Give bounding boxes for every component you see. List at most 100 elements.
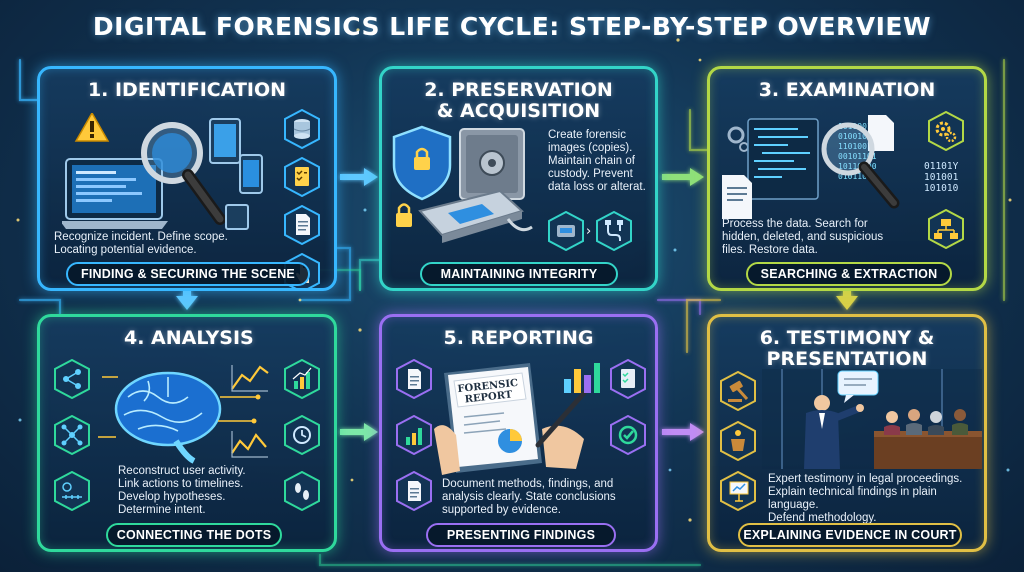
step-title: 5. REPORTING [443, 327, 594, 349]
description-line: custody. Prevent [548, 168, 633, 180]
step-title-line-2: PRESENTATION [766, 348, 928, 370]
step-description: Reconstruct user activity. Link actions … [118, 465, 246, 517]
step-description: Process the data. Search for hidden, del… [722, 218, 883, 257]
description-line: Develop hypotheses. [118, 491, 226, 503]
step-title: 4. ANALYSIS [124, 327, 254, 349]
description-line: Locating potential evidence. [54, 244, 197, 256]
description-line: Determine intent. [118, 504, 206, 516]
description-line: files. Restore data. [722, 244, 818, 256]
server-icon [284, 109, 320, 149]
binary-line: 101001 [924, 172, 959, 183]
checklist-icon [284, 157, 320, 197]
step-footer: CONNECTING THE DOTS [106, 523, 282, 547]
description-line: Reconstruct user activity. [118, 465, 246, 477]
step-description: Document methods, findings, and analysis… [442, 478, 616, 517]
identification-illustration [62, 113, 282, 243]
arrow-2-3 [690, 168, 704, 186]
expert-witness-figure [814, 395, 830, 411]
step-analysis-panel: 4. ANALYSIS [37, 314, 337, 552]
step-preservation-panel: 2. PRESERVATION & ACQUISITION Create for… [379, 66, 658, 291]
brain-illustration [98, 357, 278, 467]
arrow-1-4 [176, 296, 198, 310]
footprints-icon [284, 471, 320, 511]
svg-text:00101101: 00101101 [838, 152, 877, 161]
step-reporting-panel: 5. REPORTING FORENSIC REPORT [379, 314, 658, 552]
step-description: Recognize incident. Define scope. Locati… [54, 231, 228, 257]
step-title: 1. IDENTIFICATION [87, 79, 287, 101]
padlock-icon [396, 213, 412, 227]
document-icon [284, 205, 320, 245]
bar-chart-icon [396, 415, 432, 455]
podium-icon [720, 421, 756, 461]
cable-icon [596, 211, 632, 251]
step-footer: EXPLAINING EVIDENCE IN COURT [738, 523, 962, 547]
description-line: Create forensic [548, 129, 626, 141]
description-line: Explain technical findings in plain lang… [768, 486, 937, 511]
step-footer: FINDING & SECURING THE SCENE [66, 262, 310, 286]
step-description: Expert testimony in legal proceedings. E… [768, 473, 984, 525]
step-title: 3. EXAMINATION [758, 79, 936, 101]
arrow-1-2 [364, 168, 378, 186]
report-heading: FORENSIC REPORT [457, 378, 519, 406]
gavel-icon [720, 371, 756, 411]
description-line: Expert testimony in legal proceedings. [768, 473, 963, 485]
arrow-transfer-icon: › [586, 224, 592, 239]
clock-icon [284, 415, 320, 455]
gears-icon [928, 111, 964, 151]
step-identification-panel: 1. IDENTIFICATION [37, 66, 337, 291]
report-doc-icon [396, 359, 432, 399]
bar-chart-graphic [562, 361, 602, 395]
step-examination-panel: 3. EXAMINATION 1011001001001011110100100… [707, 66, 987, 291]
timeline-icon [54, 471, 90, 511]
network-icon [54, 415, 90, 455]
check-icon [610, 415, 646, 455]
bar-chart-icon [284, 359, 320, 399]
presentation-icon [720, 471, 756, 511]
description-line: supported by evidence. [442, 504, 561, 516]
arrow-5-6 [690, 423, 704, 441]
step-footer: MAINTAINING INTEGRITY [420, 262, 618, 286]
description-line: Document methods, findings, and [442, 478, 614, 490]
speech-bubble-icon [837, 370, 879, 396]
step-title-line-1: 6. TESTIMONY & [759, 327, 935, 349]
preservation-illustration [390, 125, 540, 250]
step-title-line-1: 2. PRESERVATION [424, 79, 613, 101]
magnifier-icon [821, 122, 875, 176]
step-description: Create forensic images (copies). Maintai… [548, 129, 646, 194]
description-line: Recognize incident. Define scope. [54, 231, 228, 243]
checklist-icon [610, 359, 646, 399]
share-icon [54, 359, 90, 399]
line-graph-icon-2 [230, 429, 270, 459]
file-icon [722, 175, 752, 219]
line-graph-icon [230, 363, 270, 393]
step-footer: SEARCHING & EXTRACTION [746, 262, 952, 286]
binary-line: 01101Y [924, 161, 959, 172]
courtroom-illustration [762, 369, 982, 469]
forensic-report-illustration [434, 359, 594, 479]
description-line: Maintain chain of [548, 155, 635, 167]
description-line: images (copies). [548, 142, 633, 154]
svg-text:01001011: 01001011 [838, 132, 877, 141]
page-title: DIGITAL FORENSICS LIFE CYCLE: STEP-BY-ST… [92, 12, 932, 41]
step-footer: PRESENTING FINDINGS [426, 523, 616, 547]
description-line: Link actions to timelines. [118, 478, 244, 490]
binary-line: 101010 [924, 183, 959, 194]
description-line: Defend methodology. [768, 512, 877, 524]
step-title-line-2: & ACQUISITION [436, 100, 601, 122]
description-line: hidden, deleted, and suspicious [722, 231, 884, 243]
arrow-3-6 [836, 296, 858, 310]
folder-tree-icon [928, 209, 964, 249]
description-line: data loss or alterat. [548, 181, 646, 193]
usb-device-icon [225, 204, 249, 230]
binary-icon: 01101Y 101001 101010 [924, 161, 958, 194]
svg-text:11010010: 11010010 [838, 142, 877, 151]
drive-icon [548, 211, 584, 251]
svg-text:01011010: 01011010 [838, 172, 877, 181]
description-line: Process the data. Search for [722, 218, 868, 230]
description-line: analysis clearly. State conclusions [442, 491, 616, 503]
step-testimony-panel: 6. TESTIMONY & PRESENTATION [707, 314, 987, 552]
document-icon [396, 471, 432, 511]
arrow-4-5 [364, 423, 378, 441]
